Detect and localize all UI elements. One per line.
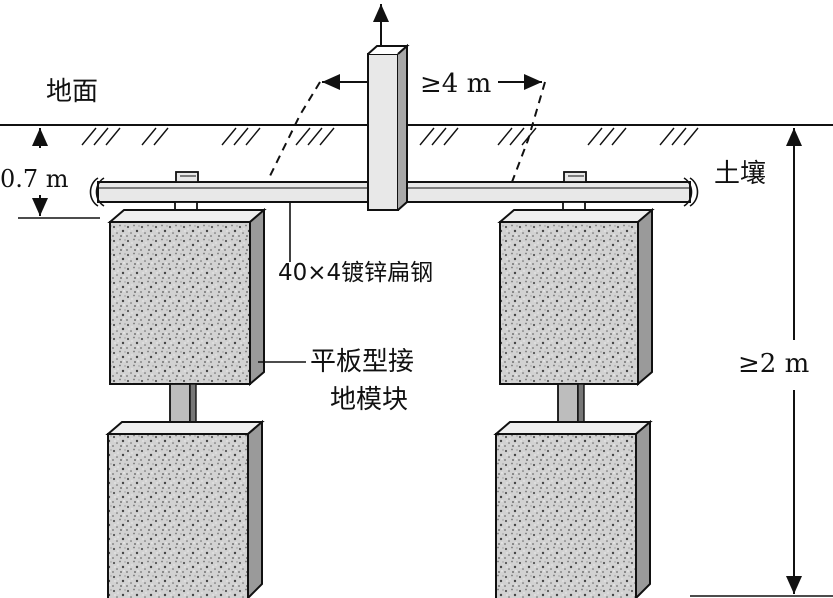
module-connector-rod (169, 383, 197, 433)
depth-dimension (18, 128, 100, 219)
spacing-label: ≥4 m (420, 69, 491, 99)
connection-lug-left (175, 171, 199, 183)
flat-steel-label: 40×4镀锌扁钢 (278, 260, 433, 286)
grounding-module-block (497, 207, 655, 387)
ground-surface (0, 124, 833, 146)
connection-lug-right (563, 171, 587, 183)
spacing-guide-lines (267, 81, 546, 183)
soil-label: 土壤 (714, 159, 766, 189)
grounding-module-block (493, 419, 653, 598)
grounding-module-block (105, 419, 265, 598)
ground-label: 地面 (46, 77, 98, 107)
height-dimension (690, 128, 833, 597)
depth-label: 0.7 m (0, 165, 69, 193)
grounding-module-stack-left (105, 201, 267, 598)
module-label-line2: 地模块 (330, 385, 408, 415)
module-label-line1: 平板型接 (310, 347, 414, 377)
vertical-lead-out-steel (367, 43, 410, 211)
height-label: ≥2 m (738, 349, 809, 379)
module-connector-rod (557, 383, 585, 433)
grounding-module-stack-right (493, 201, 655, 598)
grounding-module-block (107, 207, 267, 387)
